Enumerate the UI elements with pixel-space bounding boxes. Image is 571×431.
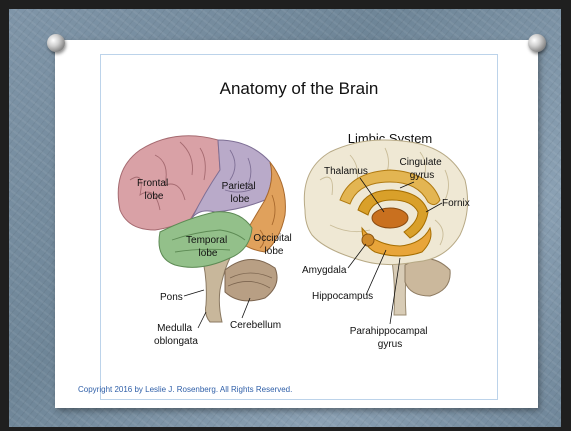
lateral-brain-illustration xyxy=(118,136,285,322)
label-parahippocampal-gyrus: Parahippocampal gyrus xyxy=(350,326,431,350)
amygdala-shape xyxy=(362,234,374,246)
label-thalamus: Thalamus xyxy=(324,166,368,177)
label-cerebellum: Cerebellum xyxy=(230,320,281,331)
thalamus-shape xyxy=(372,208,408,228)
label-amygdala: Amygdala xyxy=(302,265,347,276)
pushpin-right-icon xyxy=(528,34,546,52)
label-pons: Pons xyxy=(160,292,183,303)
brain-diagram: Frontal lobe Parietal lobe Temporal lobe… xyxy=(100,100,498,370)
pushpin-left-icon xyxy=(47,34,65,52)
label-fornix: Fornix xyxy=(442,198,470,209)
label-medulla-oblongata: Medulla oblongata xyxy=(154,323,198,347)
label-hippocampus: Hippocampus xyxy=(312,291,373,302)
cerebellum-shape xyxy=(225,259,277,300)
copyright-notice: Copyright 2016 by Leslie J. Rosenberg. A… xyxy=(78,385,292,394)
figure-title: Anatomy of the Brain xyxy=(100,79,498,99)
